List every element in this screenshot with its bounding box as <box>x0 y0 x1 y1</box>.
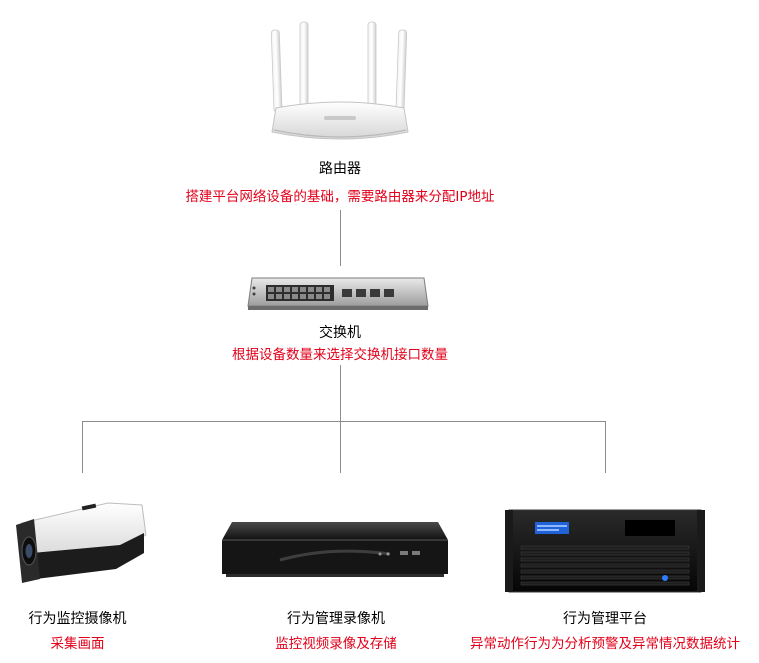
connector-bus-camera <box>82 421 83 473</box>
switch-desc: 根据设备数量来选择交换机接口数量 <box>232 347 448 363</box>
recorder-name: 行为管理录像机 <box>287 611 385 627</box>
connector-router-switch <box>340 210 341 266</box>
router-name: 路由器 <box>319 161 361 177</box>
camera-node <box>12 495 152 587</box>
network-switch-icon <box>247 277 429 310</box>
platform-name: 行为管理平台 <box>563 611 647 627</box>
nvr-recorder-icon <box>222 522 448 577</box>
rack-server-icon <box>505 509 705 593</box>
bullet-camera-icon <box>16 502 147 583</box>
platform-desc: 异常动作行为为分析预警及异常情况数据统计 <box>470 636 740 652</box>
connector-switch-trunk <box>340 365 341 473</box>
connector-bus-platform <box>605 421 606 473</box>
router-node <box>260 20 420 150</box>
recorder-desc: 监控视频录像及存储 <box>275 636 397 652</box>
switch-node <box>246 276 430 312</box>
recorder-node <box>220 518 450 580</box>
platform-node <box>505 508 705 594</box>
router-desc: 搭建平台网络设备的基础，需要路由器来分配IP地址 <box>185 189 495 205</box>
camera-desc: 采集画面 <box>50 636 105 652</box>
connector-horizontal-bus <box>82 421 606 422</box>
wifi-router-icon <box>270 21 409 140</box>
switch-name: 交换机 <box>319 325 361 341</box>
camera-name: 行为监控摄像机 <box>28 611 127 627</box>
